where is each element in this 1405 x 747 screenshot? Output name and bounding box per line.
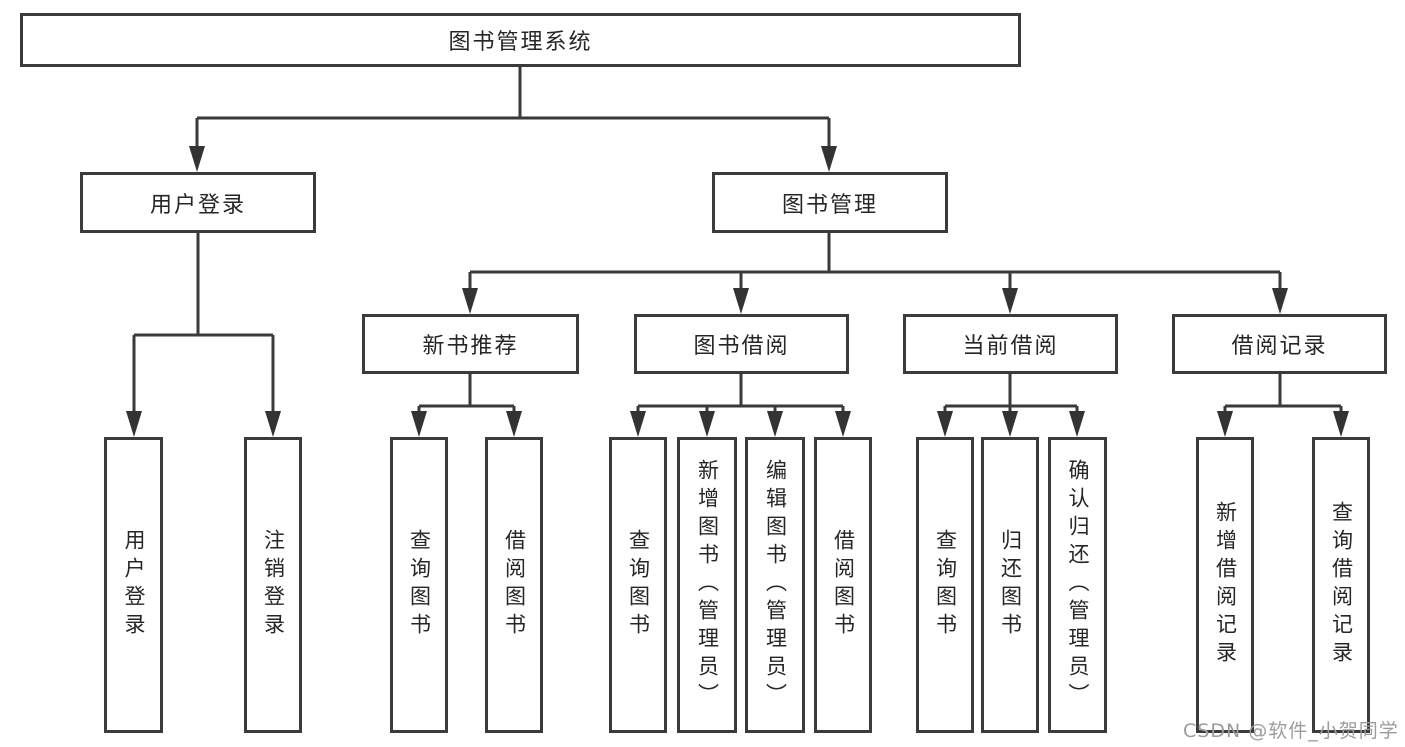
arrowhead-icon (821, 146, 837, 172)
node-label: 当前借阅 (962, 334, 1059, 359)
node-label: 新书推荐 (422, 334, 519, 359)
node-leaf-query-books-borrow: 查询图书 (609, 437, 667, 733)
node-label: 查询图书 (933, 529, 958, 641)
node-label: 归还图书 (998, 529, 1023, 641)
arrowhead-icon (462, 288, 478, 314)
node-leaf-query-borrow-record: 查询借阅记录 (1312, 437, 1370, 733)
arrowhead-icon (699, 411, 715, 437)
node-label: 图书管理系统 (448, 30, 593, 55)
arrowhead-icon (1002, 411, 1018, 437)
arrowhead-icon (1069, 411, 1085, 437)
node-label: 借阅记录 (1231, 334, 1328, 359)
node-leaf-query-books-recommend: 查询图书 (390, 437, 448, 733)
arrowhead-icon (1272, 288, 1288, 314)
connector-root-branch (195, 67, 831, 148)
connector-currentborrow-branch (943, 374, 1079, 413)
node-user-login: 用户登录 (80, 172, 316, 233)
arrowhead-icon (733, 288, 749, 314)
node-borrow-records: 借阅记录 (1172, 314, 1387, 374)
node-label: 用户登录 (149, 192, 246, 218)
node-leaf-borrow-books-recommend: 借阅图书 (485, 437, 543, 733)
arrowhead-icon (1002, 288, 1018, 314)
node-leaf-query-books-current: 查询图书 (916, 437, 974, 733)
arrowhead-icon (630, 411, 646, 437)
node-book-management: 图书管理 (712, 172, 948, 233)
node-label: 查询图书 (626, 529, 651, 641)
connector-newbookrec-branch (417, 374, 516, 413)
node-leaf-edit-books-admin: 编辑图书（管理员） (745, 437, 805, 733)
watermark: CSDN @软件_小贺同学 (1183, 720, 1399, 742)
connector-bookmgmt-branch (468, 233, 1282, 290)
node-label: 用户登录 (122, 529, 147, 641)
arrowhead-icon (506, 411, 522, 437)
arrowhead-icon (835, 411, 851, 437)
arrowhead-icon (265, 411, 281, 437)
node-leaf-add-borrow-record: 新增借阅记录 (1196, 437, 1254, 733)
node-label: 新增图书（管理员） (695, 459, 720, 711)
arrowhead-icon (1333, 411, 1349, 437)
node-leaf-return-books: 归还图书 (981, 437, 1039, 733)
arrowhead-icon (767, 411, 783, 437)
node-leaf-confirm-return-admin: 确认归还（管理员） (1048, 437, 1107, 733)
node-label: 编辑图书（管理员） (763, 459, 788, 711)
node-label: 新增借阅记录 (1213, 501, 1238, 669)
node-label: 确认归还（管理员） (1066, 459, 1091, 711)
node-leaf-logout: 注销登录 (244, 437, 302, 733)
node-book-borrow: 图书借阅 (634, 314, 849, 374)
arrowhead-icon (1217, 411, 1233, 437)
arrowhead-icon (126, 411, 142, 437)
node-leaf-user-login: 用户登录 (104, 437, 163, 733)
arrowhead-icon (189, 146, 205, 172)
node-label: 借阅图书 (502, 529, 527, 641)
node-label: 查询图书 (407, 529, 432, 641)
arrowhead-icon (411, 411, 427, 437)
node-leaf-borrow-books: 借阅图书 (814, 437, 872, 733)
connector-userlogin-branch (132, 233, 275, 413)
node-leaf-add-books-admin: 新增图书（管理员） (677, 437, 737, 733)
node-label: 图书管理 (781, 192, 878, 218)
node-library-system: 图书管理系统 (20, 13, 1021, 67)
node-new-book-recommend: 新书推荐 (362, 314, 579, 374)
node-label: 注销登录 (261, 529, 286, 641)
arrowhead-icon (937, 411, 953, 437)
connector-borrowrecords-branch (1223, 374, 1343, 413)
arrowheads (126, 146, 1349, 437)
node-label: 图书借阅 (693, 334, 790, 359)
connector-bookborrow-branch (636, 374, 845, 413)
node-label: 借阅图书 (831, 529, 856, 641)
node-label: 查询借阅记录 (1329, 501, 1354, 669)
node-current-borrow: 当前借阅 (903, 314, 1118, 374)
